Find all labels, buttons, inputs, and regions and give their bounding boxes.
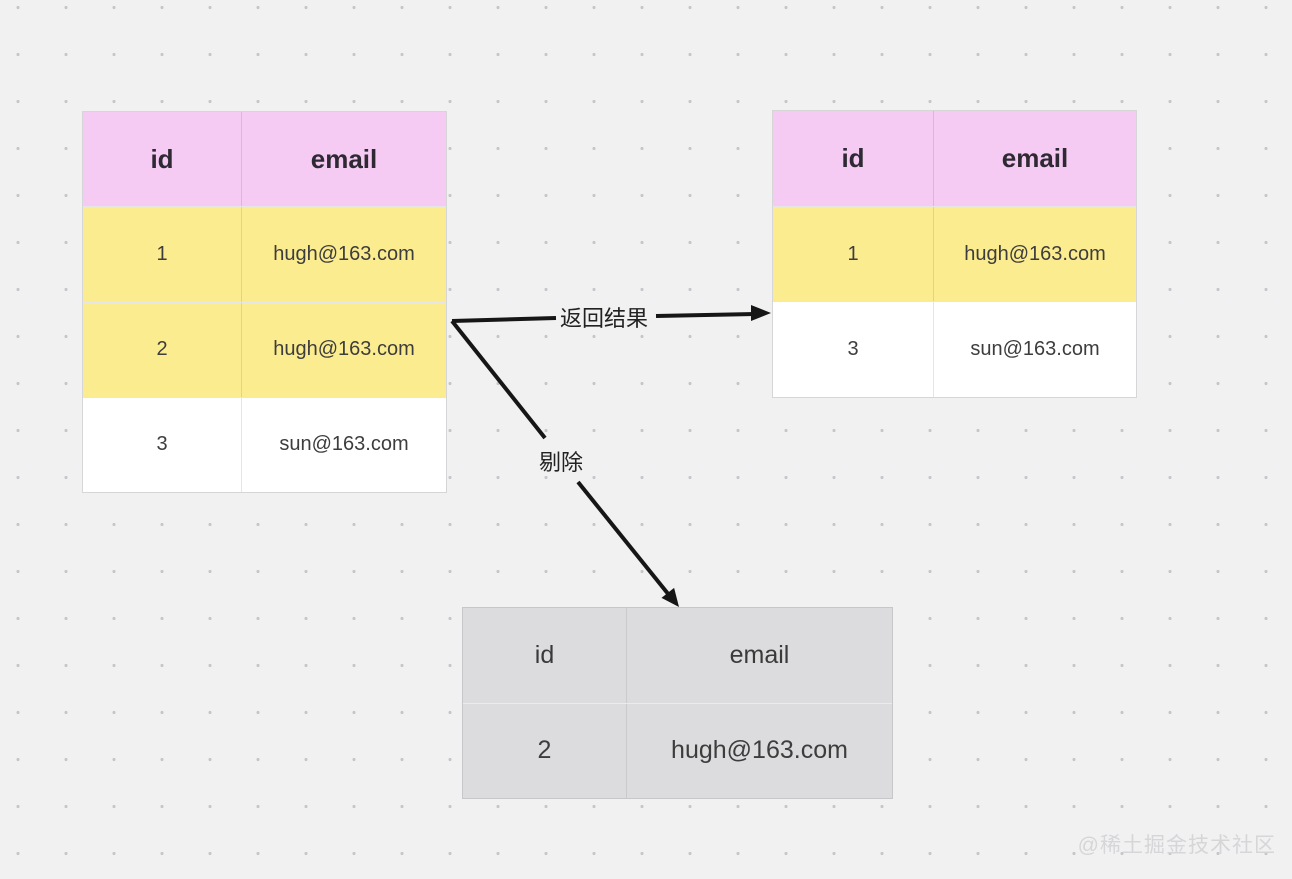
removed-table: id email 2 hugh@163.com xyxy=(462,607,893,799)
source-row1-id: 1 xyxy=(83,207,241,302)
result-header-id: id xyxy=(773,111,933,206)
removed-header-email: email xyxy=(626,608,892,703)
table-row: 2 hugh@163.com xyxy=(463,702,892,798)
source-row1-email: hugh@163.com xyxy=(241,207,446,302)
source-row2-id: 2 xyxy=(83,302,241,397)
result-row2-email: sun@163.com xyxy=(933,302,1136,398)
source-header-email: email xyxy=(241,112,446,207)
source-row3-id: 3 xyxy=(83,397,241,492)
result-row1-id: 1 xyxy=(773,206,933,302)
table-row: 2 hugh@163.com xyxy=(83,301,446,397)
table-row: 1 hugh@163.com xyxy=(773,205,1136,302)
removed-table-header-row: id email xyxy=(463,608,892,703)
source-table: id email 1 hugh@163.com 2 hugh@163.com 3… xyxy=(82,111,447,493)
result-header-email: email xyxy=(933,111,1136,206)
source-table-header-row: id email xyxy=(83,112,446,207)
table-row: 3 sun@163.com xyxy=(83,396,446,492)
result-row1-email: hugh@163.com xyxy=(933,206,1136,302)
result-row2-id: 3 xyxy=(773,302,933,398)
remove-arrowhead xyxy=(661,587,679,607)
watermark-text: @稀土掘金技术社区 xyxy=(1077,834,1276,857)
source-row3-email: sun@163.com xyxy=(241,397,446,492)
table-row: 3 sun@163.com xyxy=(773,301,1136,398)
removed-row1-email: hugh@163.com xyxy=(626,703,892,798)
remove-label: 剔除 xyxy=(538,450,584,475)
result-table-header-row: id email xyxy=(773,111,1136,206)
return-result-label: 返回结果 xyxy=(559,306,649,331)
source-header-id: id xyxy=(83,112,241,207)
return-result-arrowhead xyxy=(751,305,771,321)
removed-row1-id: 2 xyxy=(463,703,626,798)
source-row2-email: hugh@163.com xyxy=(241,302,446,397)
table-row: 1 hugh@163.com xyxy=(83,206,446,302)
removed-header-id: id xyxy=(463,608,626,703)
result-table: id email 1 hugh@163.com 3 sun@163.com xyxy=(772,110,1137,398)
